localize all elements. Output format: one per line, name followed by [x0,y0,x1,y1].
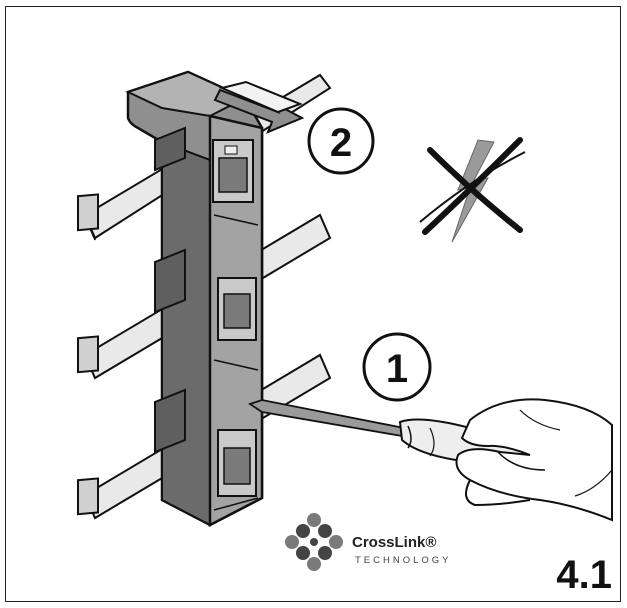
step-2-badge: 2 [307,107,375,175]
pull-arrow [213,80,305,134]
step-2-label: 2 [330,121,352,165]
step-1-label: 1 [386,347,408,391]
clip-middle [217,277,257,341]
crosslink-logo-mark [285,513,343,571]
bracket [125,70,264,528]
crosslink-logo: CrossLink® TECHNOLOGY [285,513,452,571]
logo-brand: CrossLink® [352,534,436,551]
hand-icon [455,398,613,522]
clip-bottom [217,429,257,497]
no-impact-force-icon [419,137,526,243]
clip-top [212,139,254,203]
figure-number: 4.1 [556,553,612,597]
step-1-badge: 1 [362,332,432,402]
logo-tagline: TECHNOLOGY [355,555,452,566]
